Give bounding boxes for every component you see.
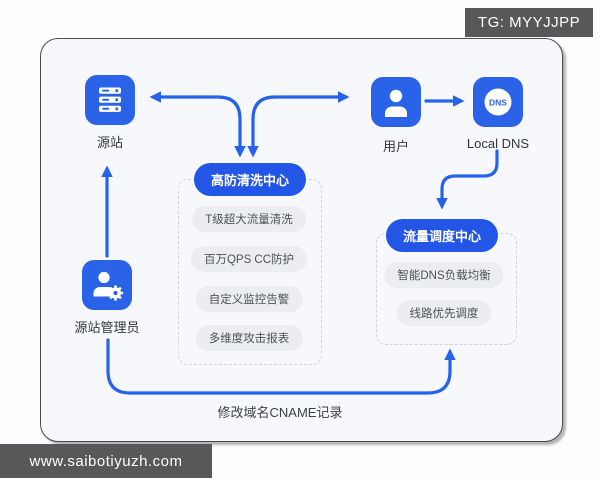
cleaning-feature-item: 百万QPS CC防护 [190, 246, 308, 272]
local-dns-label: Local DNS [466, 136, 530, 151]
cname-note: 修改域名CNAME记录 [217, 405, 343, 420]
server-stack-icon [99, 87, 121, 112]
local-dns-icon: DNS [473, 77, 523, 127]
person-icon [385, 89, 407, 117]
cleaning-feature-item: 多维度攻击报表 [195, 325, 303, 351]
origin-admin-icon [82, 260, 132, 310]
cleaning-feature-item: T级超大流量清洗 [192, 206, 306, 232]
scheduling-center-title: 流量调度中心 [385, 219, 499, 252]
person-gear-icon [93, 271, 124, 301]
origin-server-label: 源站 [96, 135, 124, 150]
origin-admin-label: 源站管理员 [74, 320, 140, 335]
dns-icon-text: DNS [489, 98, 507, 108]
gear-icon [107, 285, 124, 301]
telegram-watermark: TG: MYYJJPP [465, 8, 593, 37]
scheduling-feature-item: 智能DNS负载均衡 [384, 262, 504, 288]
cleaning-center-title: 高防清洗中心 [193, 163, 307, 196]
scheduling-feature-item: 线路优先调度 [396, 300, 492, 326]
origin-server-icon [85, 75, 135, 125]
website-watermark: www.saibotiyuzh.com [0, 444, 212, 478]
user-icon [371, 77, 421, 127]
dns-globe-icon: DNS [484, 88, 512, 116]
user-label: 用户 [382, 139, 410, 154]
cleaning-feature-item: 自定义监控告警 [195, 286, 303, 312]
